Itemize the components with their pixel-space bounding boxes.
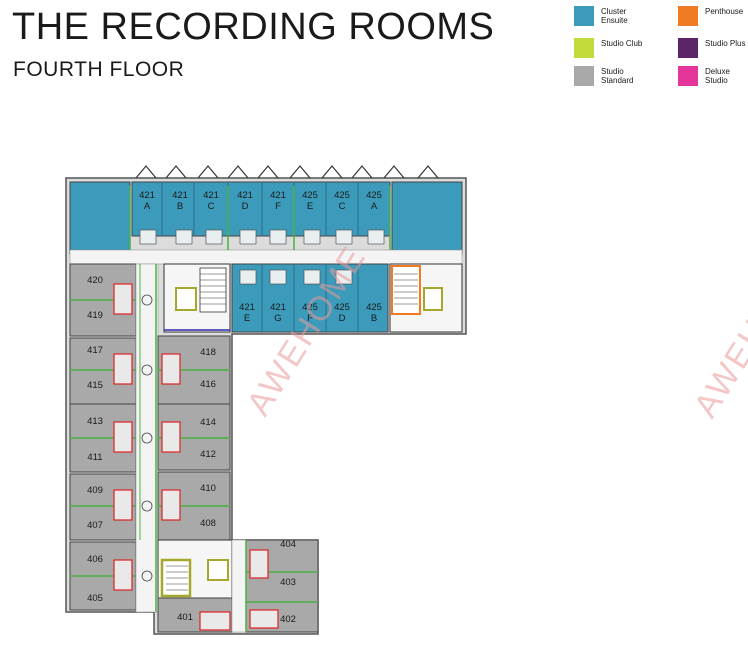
- legend: Cluster Ensuite Penthouse Studio Club St…: [574, 6, 745, 90]
- room-label: 419: [87, 310, 103, 321]
- room-label: 413: [87, 416, 103, 427]
- legend-item-studio-club: Studio Club: [574, 38, 647, 58]
- room-label: 418: [200, 347, 216, 358]
- legend-item-penthouse: Penthouse: [678, 6, 748, 26]
- room-label: 412: [200, 449, 216, 460]
- room-label: 408: [200, 518, 216, 529]
- legend-label: Penthouse: [705, 7, 744, 16]
- legend-swatch: [574, 38, 594, 58]
- cluster-block-lower: [231, 263, 389, 333]
- central-corridor: [135, 263, 159, 613]
- legend-label: Studio Plus: [705, 39, 746, 48]
- room-label: 417: [87, 345, 103, 356]
- room-label: 416: [200, 379, 216, 390]
- legend-label: Studio Club: [601, 39, 643, 48]
- legend-item-deluxe-studio: Deluxe Studio: [678, 66, 748, 86]
- room-label: 404: [280, 539, 296, 550]
- legend-item-studio-plus: Studio Plus: [678, 38, 748, 58]
- legend-label: Cluster Ensuite: [601, 7, 628, 25]
- room-label: 409: [87, 485, 103, 496]
- legend-swatch: [574, 6, 594, 26]
- legend-swatch: [678, 38, 698, 58]
- legend-label: Deluxe Studio: [705, 67, 730, 85]
- room-label: 410: [200, 483, 216, 494]
- room-label: 407: [87, 520, 103, 531]
- page-title: THE RECORDING ROOMS: [12, 6, 495, 48]
- room-label: 401: [177, 612, 193, 623]
- southeast-wing: [157, 539, 319, 633]
- room-label: 406: [87, 554, 103, 565]
- page-subtitle: FOURTH FLOOR: [13, 58, 185, 81]
- legend-item-studio-standard: Studio Standard: [574, 66, 647, 86]
- west-wing: [69, 263, 137, 611]
- core-stairs-south: [157, 539, 233, 599]
- room-label: 402: [280, 614, 296, 625]
- sawtooth-windows: [135, 165, 439, 179]
- watermark-text: AWEHOME: [687, 241, 748, 424]
- room-label: 415: [87, 380, 103, 391]
- east-wing: [157, 335, 231, 541]
- room-label: 403: [280, 577, 296, 588]
- core-stairs-left: [163, 263, 231, 333]
- legend-swatch: [678, 66, 698, 86]
- main-corridor: [69, 249, 463, 265]
- core-stairs-right: [389, 263, 463, 333]
- legend-swatch: [678, 6, 698, 26]
- cluster-block-top: [69, 181, 463, 255]
- room-label: 420: [87, 275, 103, 286]
- legend-item-cluster-ensuite: Cluster Ensuite: [574, 6, 647, 26]
- legend-label: Studio Standard: [601, 67, 634, 85]
- room-label: 405: [87, 593, 103, 604]
- room-label: 411: [87, 452, 102, 463]
- legend-swatch: [574, 66, 594, 86]
- room-label: 414: [200, 417, 216, 428]
